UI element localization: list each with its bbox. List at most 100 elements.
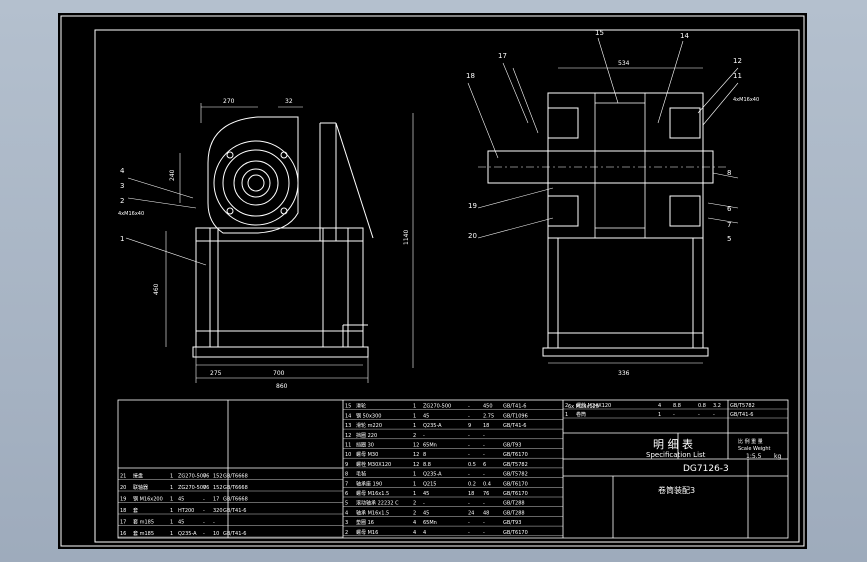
bom-cell: 18 [468,491,474,497]
drawing-frame [94,29,800,543]
bom-cell: 螺母 M16 [356,529,378,536]
bom-cell: 接盘 [133,473,143,480]
bom-cell: GB/T5782 [503,472,528,478]
bom-cell: 20 [120,485,126,491]
bom-cell: 2.75 [483,413,494,419]
bom-cell: 320 [213,508,223,514]
engineering-drawing: 4 3 2 4xM16x40 1 8 6 7 5 18 17 15 14 12 … [60,15,805,547]
bom-cell: GB/T6668 [223,474,248,480]
bom-cell: - [483,433,485,439]
bom-cell: GB/T41-6 [503,404,526,410]
callout-6: 6 [727,205,732,213]
bom-cell: 4 [345,510,348,516]
bom-cell: 48 [483,510,489,516]
callout-12: 12 [733,57,742,65]
callout-11: 11 [733,72,742,80]
bom-cell: 19 [120,497,126,503]
bom-cell: 45 [423,510,429,516]
scale-header: 比 例 重 量 [738,438,763,445]
bom-cell: 15 [345,404,351,410]
bom-cell: GB/T288 [503,501,525,507]
bom-cell: GB/T6170 [503,530,528,536]
bom-grid [117,399,789,539]
bom-cell: - [468,472,470,478]
bom-cell: ZG270-500 [178,485,206,491]
bom-cell: 1 [413,404,416,410]
bom-cell: 45 [178,497,184,503]
bom-cell: 5 [345,501,348,507]
bom-cell: 4 [423,530,426,536]
bom-cell: 0.2 [468,481,476,487]
bom-cell: 滚动轴承 22232 C [356,500,399,507]
bom-cell: - [468,404,470,410]
bom-cell: 挡圈 30 [356,442,374,449]
callouts: 4 3 2 4xM16x40 1 8 6 7 5 18 17 15 14 12 … [118,29,759,243]
bom-cell: 2 [565,403,568,409]
bom-cell: 3 [345,520,348,526]
bom-cell: - [698,412,700,418]
bom-cell: 1 [170,485,173,491]
bom-cell: Q235-A [423,472,442,478]
dim-275: 275 [210,370,222,377]
bom-cell: - [423,501,425,507]
dim-700: 700 [273,370,285,377]
bom-cell: 1 [565,412,568,418]
bom-cell: GB/T6170 [503,452,528,458]
bom-cell: GB/T41-6 [223,531,246,537]
bom-cell: 螺母 M30 [356,451,378,458]
bom-cell: - [468,520,470,526]
right-leaders [467,37,739,364]
bom-cell: - [483,472,485,478]
bom-cell: 12 [413,462,419,468]
dim-32: 32 [285,98,293,105]
bom-cell: 0.4 [483,481,491,487]
bom-row-lines [118,408,788,538]
callout-4: 4 [120,167,125,175]
callout-3: 3 [120,182,124,190]
bom-cell: - [483,501,485,507]
bom-cell: 7 [345,481,348,487]
bom-cell: 8 [423,452,426,458]
bom-cell: 45 [423,491,429,497]
bom-cell: - [468,530,470,536]
bom-cell: 套 m185 [133,519,154,526]
right-view [478,92,728,357]
bom-cell: 10 [345,452,351,458]
bom-cell: 11 [345,443,351,449]
title-cn: 明 细 表 [653,437,693,451]
bom-cell: 17 [120,520,126,526]
bom-cell: 45 [178,520,184,526]
scale-value: 1:5.5 [746,453,762,460]
bom-cell: 卷筒 [576,411,586,418]
bom-cell: GB/T41-6 [503,423,526,429]
callout-7: 7 [727,221,731,229]
bom-cell: 9 [468,423,471,429]
dim-240: 240 [169,169,176,181]
bom-cell: 21 [120,474,126,480]
bom-cell: GB/T288 [503,510,525,516]
callout-17: 17 [498,52,507,60]
callout-19: 19 [468,202,477,210]
bom-cell: GB/T41-6 [223,508,246,514]
bom-cell: 6 [345,491,348,497]
bom-cell: 24 [468,510,474,516]
bom-cell: 76 [203,485,209,491]
bom-cell: 2 [345,530,348,536]
bom-cell: 76 [483,491,489,497]
bom-cell: 152 [213,474,223,480]
bom-cell: - [468,413,470,419]
bom-cell: 1 [413,472,416,478]
bom-cell: 76 [203,474,209,480]
dim-460: 460 [153,283,160,295]
bom-cell: - [203,520,205,526]
dim-534: 534 [618,60,630,67]
bom-cell: 12 [413,443,419,449]
top-callout: 6x M24x120 [568,404,599,410]
callout-14: 14 [680,32,689,40]
bom-cell: - [483,452,485,458]
drawing-number: DG7126-3 [683,464,729,474]
bom-cell: 13 [345,423,351,429]
bom-cell: - [203,497,205,503]
drawing-sheet[interactable]: 4 3 2 4xM16x40 1 8 6 7 5 18 17 15 14 12 … [58,13,807,549]
bom-cell: 2 [413,433,416,439]
